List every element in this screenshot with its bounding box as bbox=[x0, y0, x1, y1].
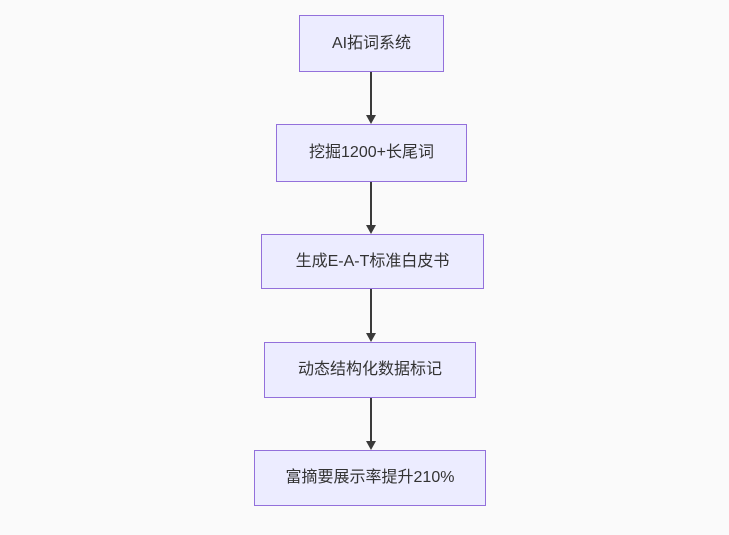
arrow-line bbox=[370, 182, 372, 225]
flow-node-label: 富摘要展示率提升210% bbox=[285, 469, 455, 487]
arrow-down-icon bbox=[366, 225, 376, 234]
arrow-down-icon bbox=[366, 115, 376, 124]
flow-node-label: 挖掘1200+长尾词 bbox=[309, 144, 434, 162]
flow-arrow-1 bbox=[366, 72, 376, 124]
arrow-line bbox=[370, 398, 372, 441]
flow-arrow-2 bbox=[366, 182, 376, 234]
flow-node-ai-word-system: AI拓词系统 bbox=[299, 15, 444, 72]
flow-node-rich-snippet-result: 富摘要展示率提升210% bbox=[254, 450, 486, 506]
flow-arrow-3 bbox=[366, 289, 376, 342]
arrow-line bbox=[370, 72, 372, 115]
flow-node-label: AI拓词系统 bbox=[331, 34, 412, 52]
flow-node-label: 动态结构化数据标记 bbox=[297, 361, 442, 379]
arrow-line bbox=[370, 289, 372, 333]
flow-node-longtail-mining: 挖掘1200+长尾词 bbox=[276, 124, 467, 182]
flow-node-structured-data: 动态结构化数据标记 bbox=[264, 342, 476, 398]
flow-arrow-4 bbox=[366, 398, 376, 450]
flow-node-label: 生成E-A-T标准白皮书 bbox=[295, 252, 450, 270]
arrow-down-icon bbox=[366, 333, 376, 342]
flow-node-eat-whitepaper: 生成E-A-T标准白皮书 bbox=[261, 234, 484, 289]
arrow-down-icon bbox=[366, 441, 376, 450]
